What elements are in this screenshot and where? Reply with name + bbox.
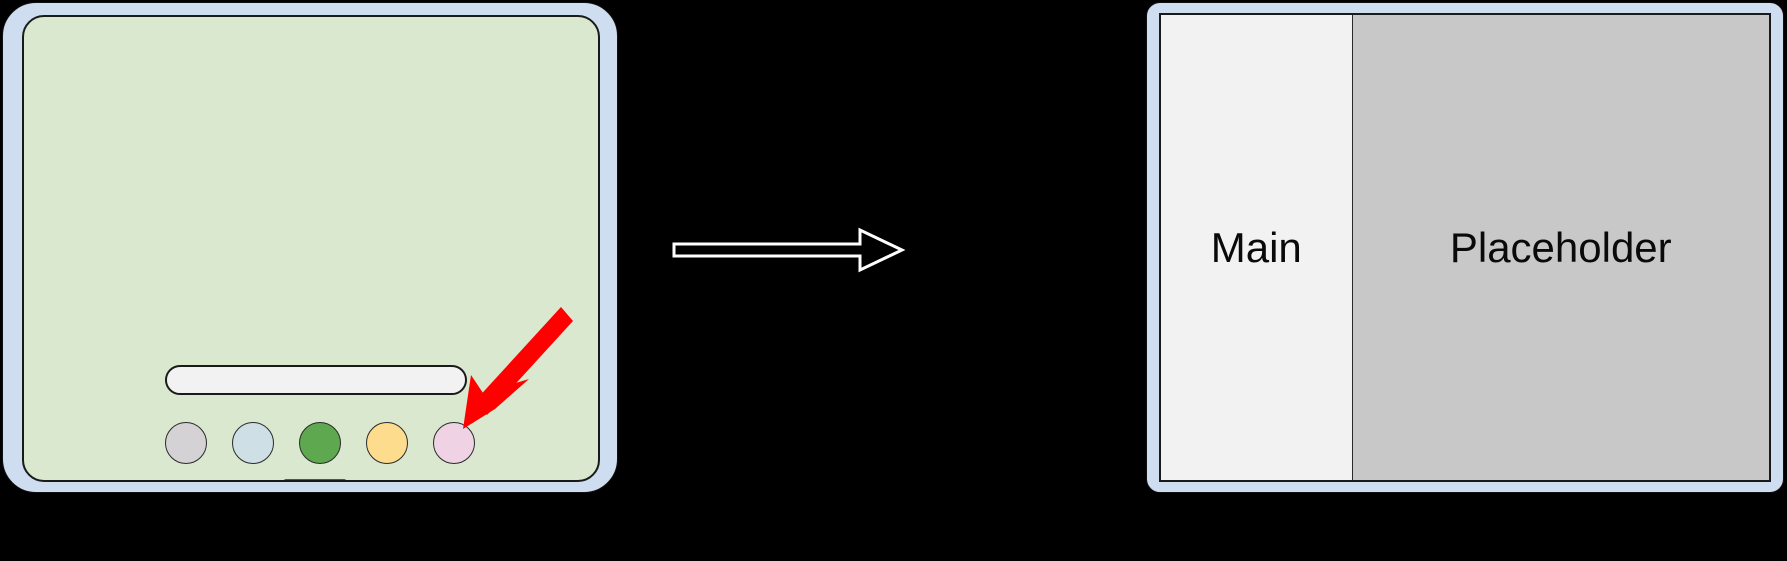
dock-app-3[interactable] (299, 422, 341, 464)
pane-placeholder[interactable]: Placeholder (1352, 15, 1769, 480)
pane-main[interactable]: Main (1161, 15, 1353, 480)
split-view-frame: Main Placeholder (1146, 2, 1784, 493)
pane-placeholder-label: Placeholder (1449, 223, 1672, 271)
home-indicator[interactable] (283, 479, 347, 480)
dock-app-1[interactable] (165, 422, 207, 464)
search-input[interactable] (165, 365, 467, 395)
split-view-container: Main Placeholder (1159, 13, 1771, 482)
dock-app-4[interactable] (366, 422, 408, 464)
dock (165, 420, 475, 466)
flow-arrow-icon (672, 227, 906, 273)
pane-main-label: Main (1210, 223, 1302, 271)
dock-app-2[interactable] (232, 422, 274, 464)
dock-app-5[interactable] (433, 422, 475, 464)
tablet-device-frame (2, 2, 618, 493)
tablet-screen (22, 15, 600, 482)
